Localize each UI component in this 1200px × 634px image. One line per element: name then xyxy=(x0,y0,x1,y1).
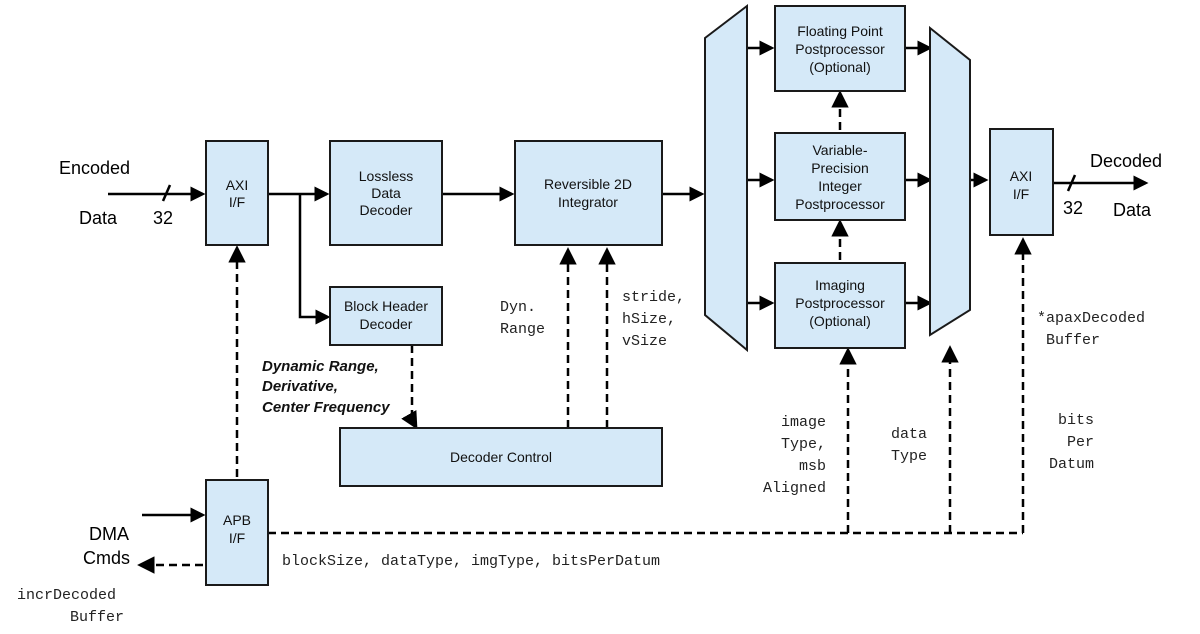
decoded-label: Decoded xyxy=(1090,151,1162,171)
svg-text:Dyn.: Dyn. xyxy=(500,299,536,316)
svg-text:Datum: Datum xyxy=(1049,456,1094,473)
apb-line-2: I/F xyxy=(229,530,245,546)
varint-post-line-3: Integer xyxy=(818,178,862,194)
svg-text:incrDecoded: incrDecoded xyxy=(17,587,116,604)
axi-output-line-1: AXI xyxy=(1010,168,1033,184)
integrator-line-1: Reversible 2D xyxy=(544,176,632,192)
data-type-label: data Type xyxy=(891,426,927,465)
svg-text:msb: msb xyxy=(799,458,826,475)
float-post-line-2: Postprocessor xyxy=(795,41,885,57)
varint-post-line-1: Variable- xyxy=(813,142,868,158)
svg-text:Type: Type xyxy=(891,448,927,465)
imaging-post-line-2: Postprocessor xyxy=(795,295,885,311)
float-post-line-1: Floating Point xyxy=(797,23,883,39)
block-header-line-2: Decoder xyxy=(360,316,413,332)
axi-input-interface: AXI I/F xyxy=(205,140,269,246)
control-connectors xyxy=(137,90,1032,574)
image-type-label: image Type, msb Aligned xyxy=(763,414,826,497)
decoder-control: Decoder Control xyxy=(339,427,663,487)
varint-post-line-4: Postprocessor xyxy=(795,196,885,212)
data-in-label: Data xyxy=(79,208,118,228)
imaging-postprocessor: Imaging Postprocessor (Optional) xyxy=(774,262,906,349)
axi-input-line-1: AXI xyxy=(226,177,249,193)
header-outputs-label: Dynamic Range, Derivative, Center Freque… xyxy=(262,358,390,416)
imaging-post-line-1: Imaging xyxy=(815,277,865,293)
cmds-label: Cmds xyxy=(83,548,130,568)
block-header-decoder: Block Header Decoder xyxy=(329,286,443,346)
svg-text:Derivative,: Derivative, xyxy=(262,378,338,395)
data-out-label: Data xyxy=(1113,200,1152,220)
svg-text:hSize,: hSize, xyxy=(622,311,676,328)
lossless-data-decoder: Lossless Data Decoder xyxy=(329,140,443,246)
encoded-label: Encoded xyxy=(59,158,130,178)
floating-point-postprocessor: Floating Point Postprocessor (Optional) xyxy=(774,5,906,92)
bits-per-datum-label: bits Per Datum xyxy=(1049,412,1094,473)
svg-text:vSize: vSize xyxy=(622,333,667,350)
svg-text:image: image xyxy=(781,414,826,431)
svg-text:Aligned: Aligned xyxy=(763,480,826,497)
svg-text:Buffer: Buffer xyxy=(1046,332,1100,349)
svg-text:Range: Range xyxy=(500,321,545,338)
lossless-line-1: Lossless xyxy=(359,168,413,184)
apax-decoded-buffer-label: *apaxDecoded Buffer xyxy=(1037,310,1145,349)
imaging-post-line-3: (Optional) xyxy=(809,313,870,329)
integrator-line-2: Integrator xyxy=(558,194,618,210)
axi-input-line-2: I/F xyxy=(229,194,245,210)
svg-text:Buffer: Buffer xyxy=(70,609,124,626)
block-header-line-1: Block Header xyxy=(344,298,428,314)
reversible-2d-integrator: Reversible 2D Integrator xyxy=(514,140,663,246)
apb-params-label: blockSize, dataType, imgType, bitsPerDat… xyxy=(282,553,660,570)
bus-out-width-label: 32 xyxy=(1063,198,1083,218)
svg-text:data: data xyxy=(891,426,927,443)
apb-line-1: APB xyxy=(223,512,251,528)
svg-text:bits: bits xyxy=(1058,412,1094,429)
lossless-line-3: Decoder xyxy=(360,202,413,218)
float-post-line-3: (Optional) xyxy=(809,59,870,75)
svg-text:Type,: Type, xyxy=(781,436,826,453)
bus-in-width-label: 32 xyxy=(153,208,173,228)
lossless-line-2: Data xyxy=(371,185,401,201)
variable-precision-integer-postprocessor: Variable- Precision Integer Postprocesso… xyxy=(774,132,906,221)
svg-text:*apaxDecoded: *apaxDecoded xyxy=(1037,310,1145,327)
input-demultiplexer xyxy=(704,3,748,353)
svg-text:stride,: stride, xyxy=(622,289,685,306)
output-multiplexer xyxy=(929,25,971,337)
svg-text:Center Frequency: Center Frequency xyxy=(262,399,390,416)
varint-post-line-2: Precision xyxy=(811,160,869,176)
dma-label: DMA xyxy=(89,524,129,544)
dyn-range-label: Dyn. Range xyxy=(500,299,545,338)
svg-text:Dynamic Range,: Dynamic Range, xyxy=(262,358,379,375)
incr-decoded-buffer-label: incrDecoded Buffer xyxy=(17,587,124,626)
svg-text:Per: Per xyxy=(1067,434,1094,451)
data-path-connectors xyxy=(108,40,1149,523)
stride-size-label: stride, hSize, vSize xyxy=(622,289,685,350)
decoder-control-label: Decoder Control xyxy=(450,449,552,465)
axi-output-line-2: I/F xyxy=(1013,186,1029,202)
axi-output-interface: AXI I/F xyxy=(989,128,1054,236)
apb-interface: APB I/F xyxy=(205,479,269,586)
